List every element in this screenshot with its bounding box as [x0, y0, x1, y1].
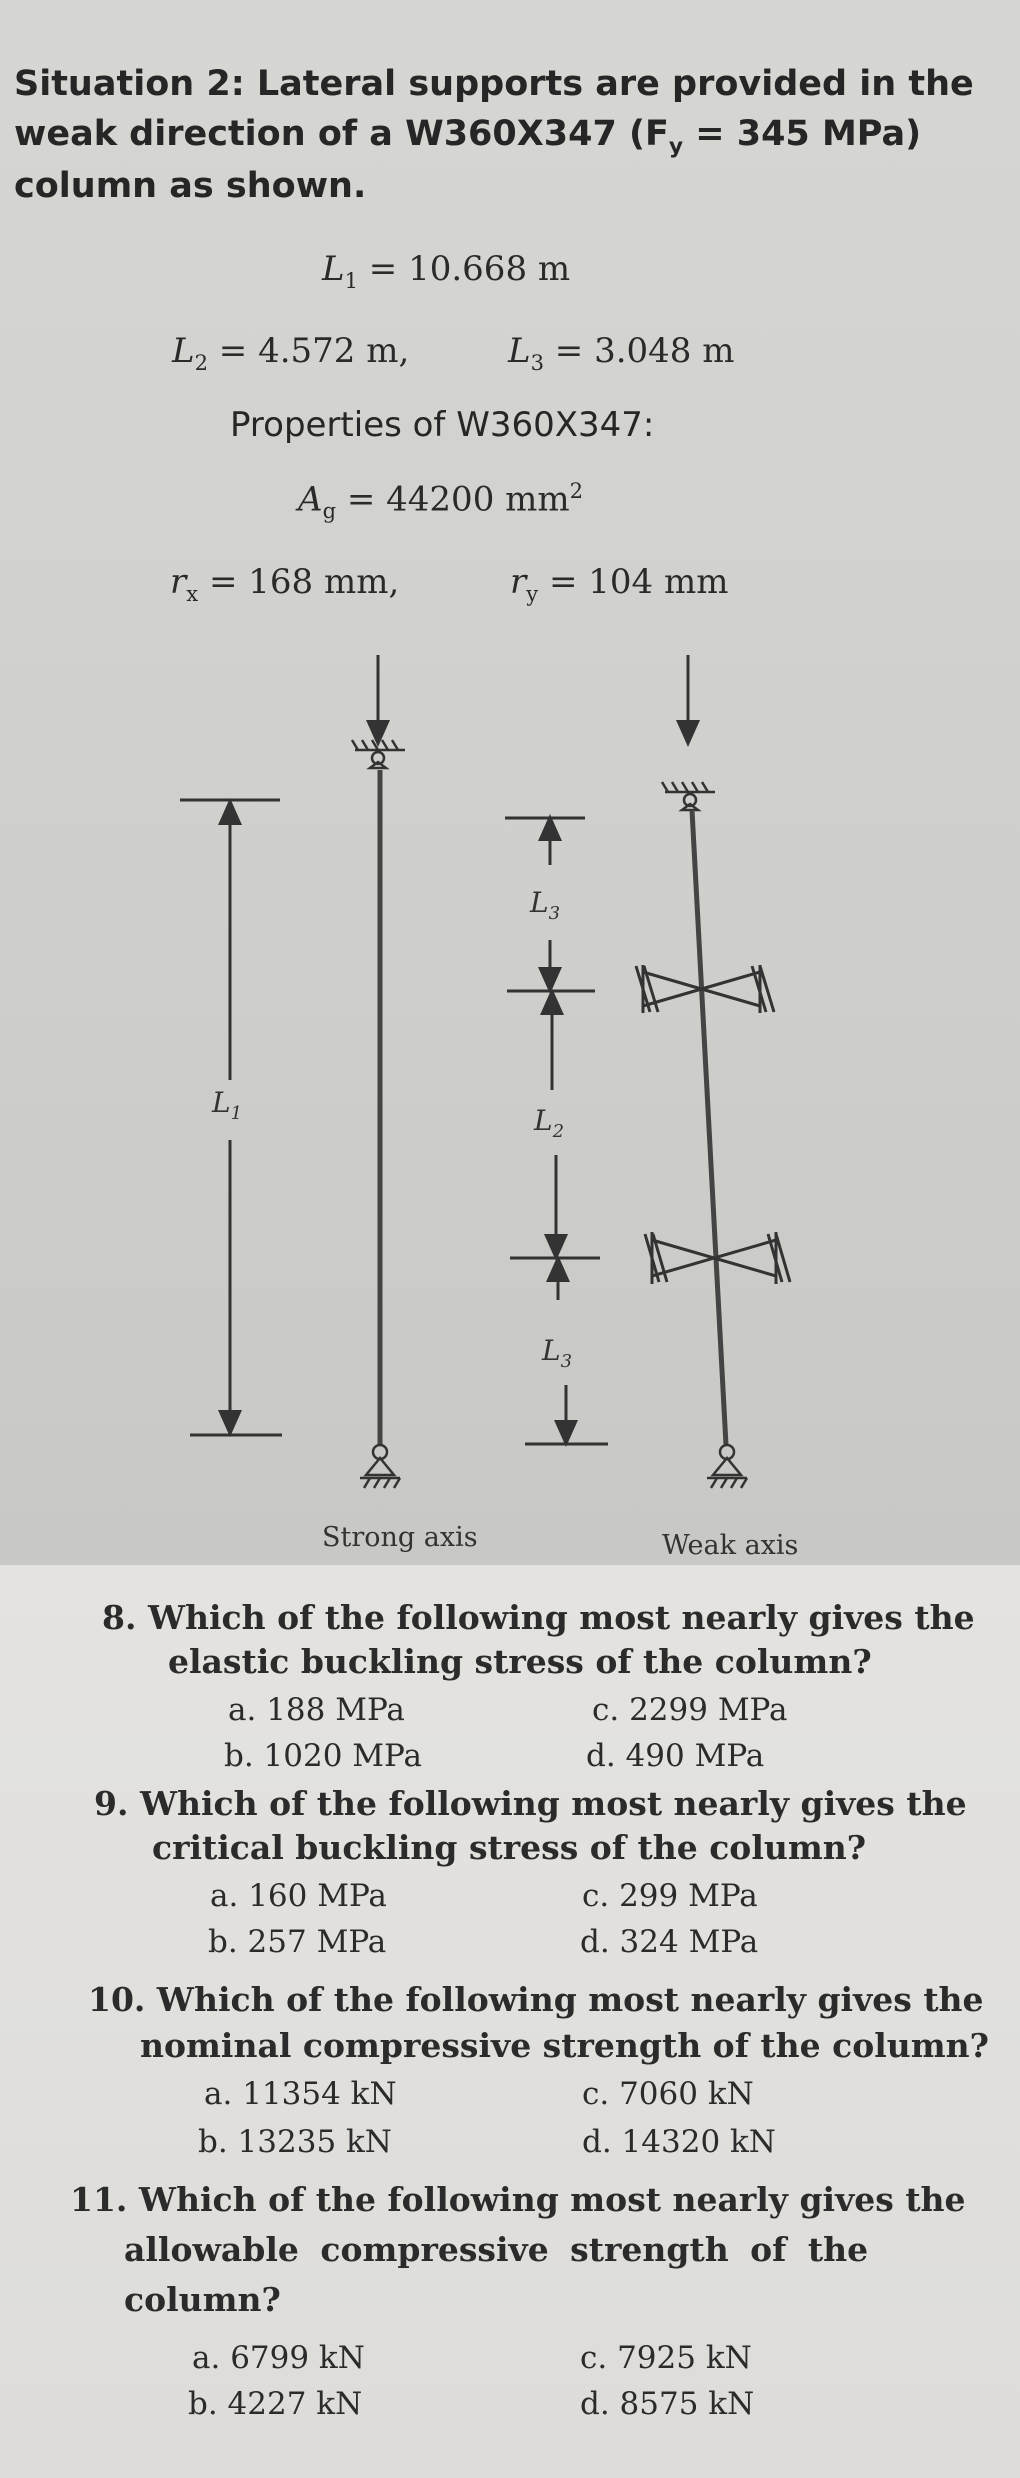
ry-sub: y: [526, 580, 539, 606]
radius-y: ry = 104 mm: [510, 562, 728, 606]
question-9-option-c[interactable]: c. 299 MPa: [582, 1878, 758, 1914]
intro-line-3: column as shown.: [14, 166, 367, 206]
l3-value: = 3.048 m: [544, 331, 735, 371]
weak-axis-column: [634, 655, 792, 1489]
l3-sub: 3: [530, 349, 544, 375]
lateral-brace-lower-icon: [643, 1232, 792, 1284]
fy-subscript: y: [668, 134, 684, 159]
radius-x: rx = 168 mm,: [170, 562, 399, 606]
question-11-option-a[interactable]: a. 6799 kN: [192, 2340, 365, 2376]
question-8-line-2: elastic buckling stress of the column?: [168, 1642, 872, 1681]
question-10-option-c[interactable]: c. 7060 kN: [582, 2076, 754, 2112]
question-8-option-c[interactable]: c. 2299 MPa: [592, 1692, 788, 1728]
l1-value: = 10.668 m: [358, 249, 571, 289]
intro-line-2: weak direction of a W360X347 (Fy = 345 M…: [14, 112, 921, 161]
question-9-option-d[interactable]: d. 324 MPa: [580, 1924, 759, 1960]
intro-line-2-end: = 345 MPa): [683, 114, 922, 154]
dim-l1-label: L1: [211, 1086, 242, 1124]
dim-l3-top-label: L3: [529, 886, 560, 924]
question-8-option-d[interactable]: d. 490 MPa: [586, 1738, 765, 1774]
question-10-option-d[interactable]: d. 14320 kN: [582, 2124, 776, 2160]
question-11-option-d[interactable]: d. 8575 kN: [580, 2386, 755, 2422]
question-10-line-1: 10. Which of the following most nearly g…: [88, 1980, 984, 2019]
length-l1: L1 = 10.668 m: [322, 249, 570, 293]
question-8-line-1: 8. Which of the following most nearly gi…: [102, 1598, 975, 1637]
lateral-brace-upper-icon: [634, 965, 776, 1013]
ry-value: = 104 mm: [538, 562, 729, 602]
question-9-line-2: critical buckling stress of the column?: [152, 1828, 867, 1867]
length-l3: L3 = 3.048 m: [508, 331, 735, 375]
dimension-l1: [180, 798, 282, 1437]
rx-value: = 168 mm,: [198, 562, 400, 602]
l2-value: = 4.572 m,: [208, 331, 410, 371]
question-9-option-a[interactable]: a. 160 MPa: [210, 1878, 387, 1914]
question-11-line-3: column?: [124, 2280, 281, 2319]
ag-value: = 44200 mm: [336, 479, 570, 520]
weak-axis-caption: Weak axis: [662, 1530, 798, 1560]
diagram-sheet: [0, 0, 1020, 1565]
intro-line-1: Situation 2: Lateral supports are provid…: [14, 64, 974, 104]
strong-axis-column: [350, 655, 405, 1489]
l3-symbol: L: [508, 331, 531, 371]
ag-symbol: A: [298, 479, 323, 520]
question-11-option-b[interactable]: b. 4227 kN: [188, 2386, 363, 2422]
bottom-pin-support-strong-icon: [360, 1443, 402, 1489]
l1-symbol: L: [322, 249, 345, 289]
questions-sheet: [0, 1565, 1020, 2478]
question-8-option-b[interactable]: b. 1020 MPa: [224, 1738, 422, 1774]
question-9-option-b[interactable]: b. 257 MPa: [208, 1924, 387, 1960]
intro-line-2-text: weak direction of a W360X347 (F: [14, 114, 669, 154]
properties-heading: Properties of W360X347:: [230, 405, 655, 445]
dim-l3-bottom-label: L3: [541, 1334, 572, 1372]
ry-symbol: r: [510, 562, 527, 602]
l2-symbol: L: [172, 331, 195, 371]
dimension-chain-weak: [505, 814, 608, 1447]
strong-axis-caption: Strong axis: [322, 1522, 478, 1553]
question-10-option-b[interactable]: b. 13235 kN: [198, 2124, 392, 2160]
rx-sub: x: [186, 580, 199, 606]
l2-sub: 2: [194, 349, 208, 375]
question-9-line-1: 9. Which of the following most nearly gi…: [94, 1784, 967, 1823]
top-roller-support-strong-icon: [350, 739, 405, 770]
length-l2: L2 = 4.572 m,: [172, 331, 409, 375]
question-11-line-2: allowable compressive strength of the: [124, 2230, 869, 2269]
bottom-pin-support-weak-icon: [707, 1443, 749, 1489]
ag-sub: g: [322, 498, 337, 524]
gross-area: Ag = 44200 mm2: [298, 478, 583, 523]
question-8-option-a[interactable]: a. 188 MPa: [228, 1692, 405, 1728]
question-10-option-a[interactable]: a. 11354 kN: [204, 2076, 397, 2112]
question-11-line-1: 11. Which of the following most nearly g…: [70, 2180, 966, 2219]
ag-sup: 2: [569, 478, 584, 503]
weak-column-member: [689, 809, 729, 1446]
l1-sub: 1: [344, 267, 358, 293]
rx-symbol: r: [170, 562, 187, 602]
dim-l2-label: L2: [533, 1104, 564, 1142]
top-roller-support-weak-icon: [660, 781, 715, 812]
question-10-line-2: nominal compressive strength of the colu…: [140, 2026, 989, 2065]
question-11-option-c[interactable]: c. 7925 kN: [580, 2340, 752, 2376]
column-diagram: L1 Strong axis L3: [180, 655, 798, 1560]
